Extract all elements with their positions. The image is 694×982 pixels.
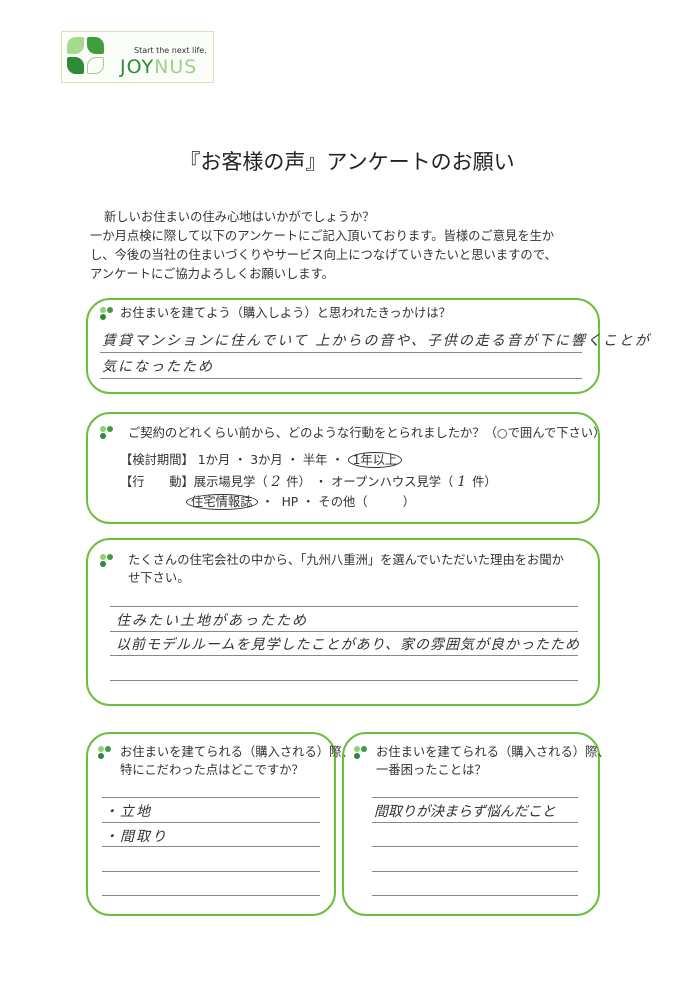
question-box-priority: お住まいを建てられる（購入される）際、特にこだわった点はどこですか？ ・立地 ・… xyxy=(86,732,354,916)
action-row: 【行 動】展示場見学（ 2 件） ・ オープンハウス見学（ 1 件） xyxy=(120,474,497,490)
period-row: 【検討期間】 1か月 ・ 3か月 ・ 半年 ・ 1年以上 xyxy=(120,450,403,468)
question-box-trigger: お住まいを建てよう（購入しよう）と思われたきっかけは？ 賃貸マンションに住んでい… xyxy=(86,298,649,394)
answer-text[interactable]: 気になったため xyxy=(102,359,214,375)
question-text: お住まいを建てられる（購入される）際、特にこだわった点はどこですか？ xyxy=(120,745,354,777)
action-row-2: 住宅情報誌 ・ HP ・ その他（ ） xyxy=(186,492,415,510)
page-title: 『お客様の声』アンケートのお願い xyxy=(179,150,515,174)
answer-text[interactable]: 以前モデルルームを見学したことがあり、家の雰囲気が良かったため xyxy=(116,637,581,653)
answer-text[interactable]: 間取りが決まらず悩んだこと xyxy=(374,804,556,820)
logo-brand: JOYNUS xyxy=(120,56,198,78)
logo-tagline: Start the next life. xyxy=(134,46,207,55)
intro-text: 新しいお住まいの住み心地はいかがでしょうか？ 一か月点検に際して以下のアンケート… xyxy=(90,210,557,281)
question-text: お住まいを建てよう（購入しよう）と思われたきっかけは？ xyxy=(120,306,451,320)
action-selected[interactable]: 住宅情報誌 xyxy=(186,494,258,510)
question-box-difficulty: お住まいを建てられる（購入される）際、一番困ったことは？ 間取りが決まらず悩んだ… xyxy=(342,732,610,916)
question-box-activity: ご契約のどれくらい前から、どのような行動をとられましたか？（○で囲んで下さい） … xyxy=(86,412,605,524)
period-selected[interactable]: 1年以上 xyxy=(347,452,403,468)
answer-text[interactable]: ・間取り xyxy=(104,829,168,845)
question-text: ご契約のどれくらい前から、どのような行動をとられましたか？（○で囲んで下さい） xyxy=(128,426,606,440)
question-box-reason: たくさんの住宅会社の中から、「九州八重洲」を選んでいただいた理由をお聞かせ下さい… xyxy=(86,538,600,706)
question-text: たくさんの住宅会社の中から、「九州八重洲」を選んでいただいた理由をお聞かせ下さい… xyxy=(128,553,564,585)
answer-text[interactable]: ・立地 xyxy=(104,804,152,820)
joynus-logo: Start the next life. JOYNUS xyxy=(61,31,214,83)
question-text: お住まいを建てられる（購入される）際、一番困ったことは？ xyxy=(376,745,610,777)
answer-text[interactable]: 住みたい土地があったため xyxy=(116,613,308,629)
answer-text[interactable]: 賃貸マンションに住んでいて 上からの音や、子供の走る音が下に響くことが xyxy=(102,333,651,349)
